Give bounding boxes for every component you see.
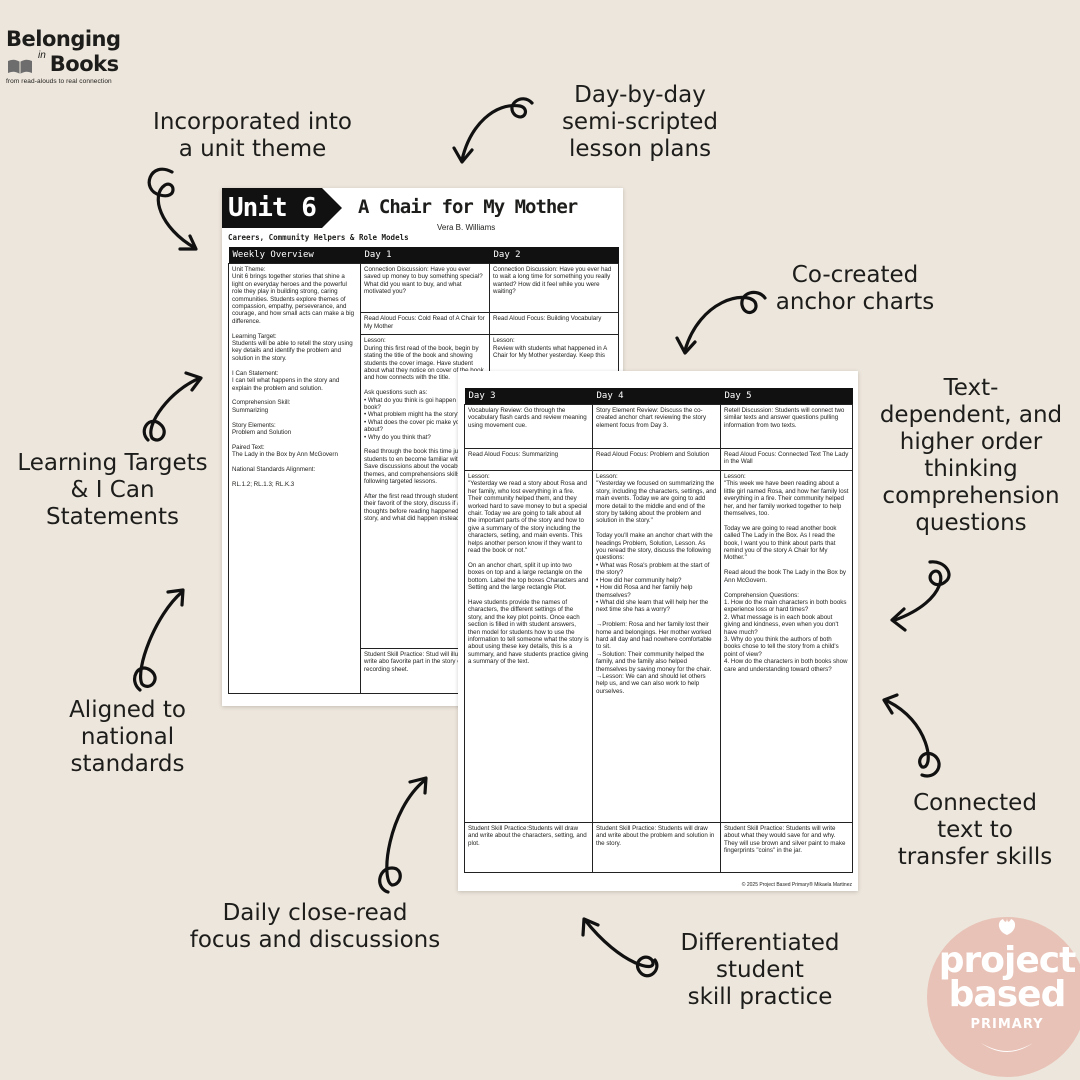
callout-learning-targets: Learning Targets & I Can Statements (17, 450, 208, 530)
unit-theme-line: Careers, Community Helpers & Role Models (228, 233, 409, 242)
callout-unit-theme: Incorporated into a unit theme (153, 109, 352, 162)
brand-line2: based (948, 974, 1067, 1015)
day3-skill-cell: Student Skill Practice:Students will dra… (464, 822, 593, 873)
project-based-primary-logo: project based PRIMARY (927, 917, 1080, 1077)
arrow-close-read-icon (378, 776, 428, 894)
arrow-learning-targets-icon (142, 371, 203, 442)
arrow-unit-theme-icon (147, 167, 198, 251)
header-weekly-overview: Weekly Overview (228, 247, 361, 264)
day1-focus-cell: Read Aloud Focus: Cold Read of A Chair f… (360, 312, 490, 336)
day2-connection-cell: Connection Discussion: Have you ever had… (489, 262, 619, 314)
day5-review-cell: Retell Discussion: Students will connect… (720, 404, 853, 449)
day5-focus-cell: Read Aloud Focus: Connected Text The Lad… (720, 448, 853, 471)
logo-line2: Books (49, 52, 119, 76)
day1-connection-cell: Connection Discussion: Have you ever sav… (360, 262, 490, 314)
book-title: A Chair for My Mother (358, 196, 578, 218)
leaf-icon (998, 917, 1016, 935)
logo-tagline: from read-alouds to real connection (6, 78, 112, 85)
day3-review-cell: Vocabulary Review: Go through the vocabu… (464, 404, 593, 449)
arrow-differentiated-icon (581, 917, 659, 978)
unit-badge: Unit 6 (222, 188, 342, 228)
unit-badge-shape-icon (222, 188, 342, 228)
day2-focus-cell: Read Aloud Focus: Building Vocabulary (489, 312, 619, 336)
brand-line3: PRIMARY (970, 1017, 1044, 1032)
day3-focus-cell: Read Aloud Focus: Summarizing (464, 448, 593, 471)
callout-differentiated: Differentiated student skill practice (680, 930, 840, 1010)
days-3-5-table: Day 3 Day 4 Day 5 Vocabulary Review: Go … (464, 388, 853, 873)
logo-line1: Belonging (6, 27, 121, 51)
day4-lesson-cell: Lesson: "Yesterday we focused on summari… (592, 470, 721, 823)
arrow-anchor-charts-icon (675, 290, 767, 355)
header-day2: Day 2 (489, 247, 619, 264)
header-day1: Day 1 (360, 247, 490, 264)
arrow-lesson-plans-icon (452, 97, 534, 164)
day4-focus-cell: Read Aloud Focus: Problem and Solution (592, 448, 721, 471)
day5-lesson-cell: Lesson: "This week we have been reading … (720, 470, 853, 823)
belonging-in-books-logo: Belonging in Books from read-alouds to r… (6, 28, 156, 85)
copyright-text: © 2025 Project Based Primary® Mikaela Ma… (741, 882, 852, 888)
header-day3: Day 3 (464, 388, 593, 405)
bowl-icon (981, 1043, 1033, 1052)
day5-skill-cell: Student Skill Practice: Students will wr… (720, 822, 853, 873)
logo-small-in: in (38, 50, 46, 61)
callout-lesson-plans: Day-by-day semi-scripted lesson plans (561, 82, 719, 162)
day4-review-cell: Story Element Review: Discuss the co-cre… (592, 404, 721, 449)
lesson-plan-page-2: Day 3 Day 4 Day 5 Vocabulary Review: Go … (458, 371, 858, 891)
callout-text-dependent: Text- dependent, and higher order thinki… (879, 375, 1063, 536)
day3-lesson-cell: Lesson: "Yesterday we read a story about… (464, 470, 593, 823)
brand-line1: project (938, 940, 1077, 981)
arrow-connected-text-icon (882, 693, 941, 778)
callout-close-read: Daily close-read focus and discussions (189, 900, 441, 953)
book-author: Vera B. Williams (437, 223, 496, 232)
header-day4: Day 4 (592, 388, 721, 405)
unit-label: Unit 6 (228, 193, 317, 223)
callout-anchor-charts: Co-created anchor charts (775, 262, 935, 315)
header-day5: Day 5 (720, 388, 853, 405)
callout-national-standards: Aligned to national standards (69, 697, 186, 777)
callout-connected-text: Connected text to transfer skills (897, 790, 1053, 870)
weekly-overview-cell: Unit Theme: Unit 6 brings together stori… (228, 263, 361, 694)
open-book-icon (8, 59, 32, 74)
arrow-text-dependent-icon (890, 560, 951, 632)
day4-skill-cell: Student Skill Practice: Students will dr… (592, 822, 721, 873)
arrow-national-standards-icon (133, 588, 185, 692)
